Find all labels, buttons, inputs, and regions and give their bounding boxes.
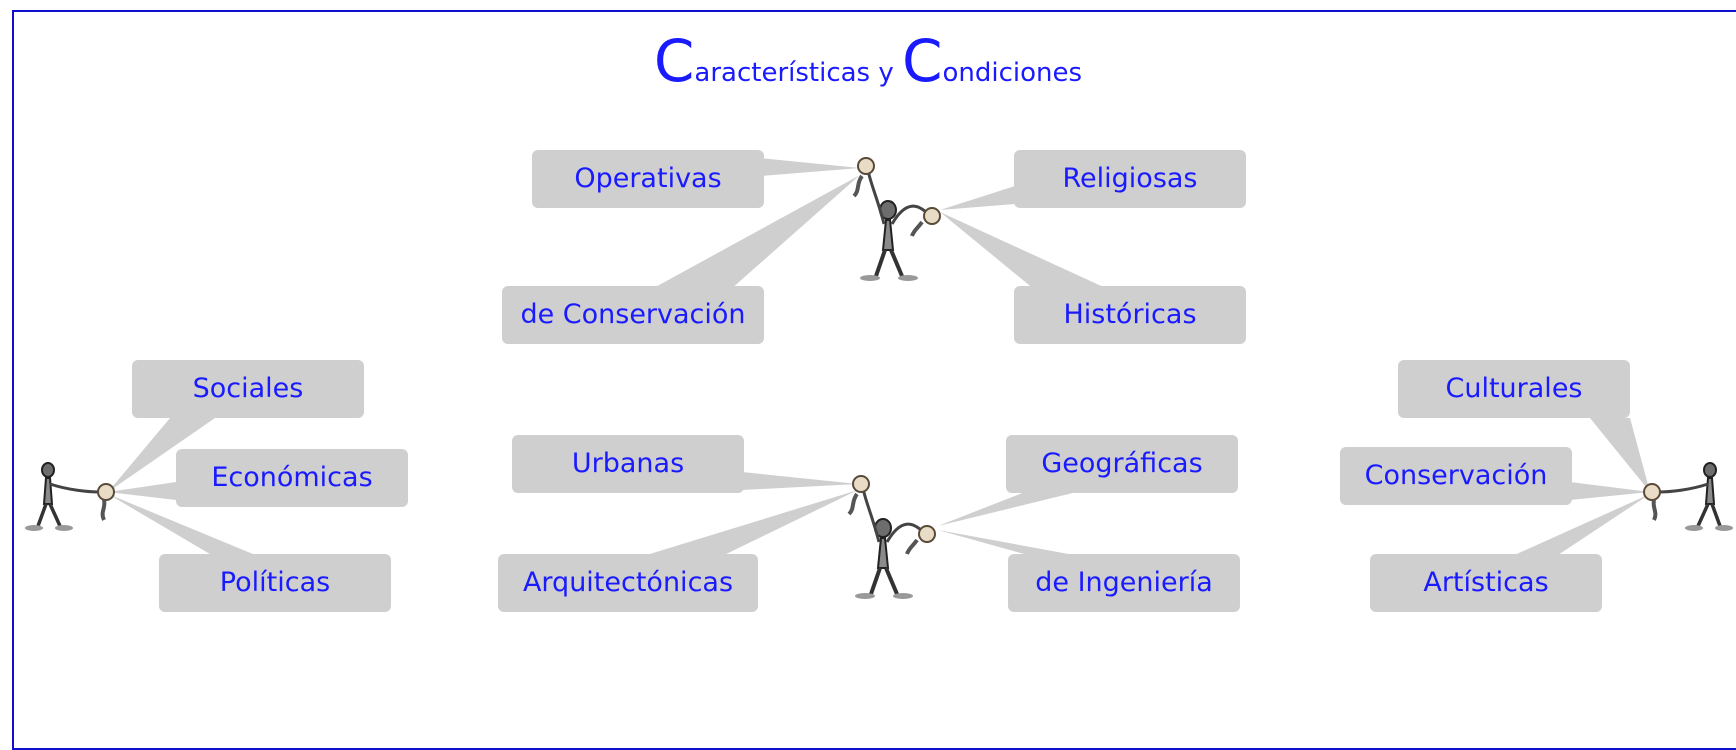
title-rest-1: aracterísticas y	[694, 58, 903, 88]
box-historicas: Históricas	[1014, 286, 1246, 344]
box-economicas: Económicas	[176, 449, 408, 507]
pointer-historicas	[940, 212, 1110, 290]
label-religiosas: Religiosas	[1062, 163, 1198, 194]
label-de-ingenieria: de Ingeniería	[1035, 567, 1213, 598]
pointer-geograficas	[938, 490, 1085, 526]
label-economicas: Económicas	[211, 462, 373, 493]
box-artisticas: Artísticas	[1370, 554, 1602, 612]
pointer-artisticas	[1510, 494, 1650, 557]
stick-figure-middle-icon	[847, 474, 937, 601]
callout-pointers	[108, 158, 1650, 557]
pointer-conservacion	[1570, 482, 1650, 500]
title-initial-2: C	[902, 27, 943, 95]
pointer-de-conservacion	[650, 175, 860, 290]
label-urbanas: Urbanas	[571, 448, 685, 479]
pointer-culturales	[1590, 418, 1650, 492]
label-culturales: Culturales	[1445, 373, 1583, 404]
box-sociales: Sociales	[132, 360, 364, 418]
title-rest-2: ondiciones	[942, 58, 1083, 88]
label-arquitectonicas: Arquitectónicas	[522, 567, 734, 598]
box-religiosas: Religiosas	[1014, 150, 1246, 208]
pointer-operativas	[760, 158, 860, 176]
label-conservacion: Conservación	[1364, 460, 1548, 491]
pointer-arquitectonicas	[640, 490, 858, 557]
box-operativas: Operativas	[532, 150, 764, 208]
pointer-urbanas	[742, 472, 858, 490]
label-sociales: Sociales	[192, 373, 304, 404]
label-politicas: Políticas	[219, 567, 331, 598]
pointer-sociales	[108, 418, 215, 492]
box-geograficas: Geográficas	[1006, 435, 1238, 493]
stick-figure-top-icon	[852, 156, 942, 283]
box-arquitectonicas: Arquitectónicas	[498, 554, 758, 612]
page-title: Características y Condiciones	[0, 32, 1736, 90]
box-conservacion: Conservación	[1340, 447, 1572, 505]
pointer-politicas	[108, 494, 260, 557]
title-initial-1: C	[653, 27, 695, 95]
label-operativas: Operativas	[574, 163, 722, 194]
pointer-de-ingenieria	[938, 530, 1085, 557]
box-culturales: Culturales	[1398, 360, 1630, 418]
box-urbanas: Urbanas	[512, 435, 744, 493]
pointer-layer	[23, 156, 1735, 601]
label-geograficas: Geográficas	[1041, 448, 1203, 479]
label-artisticas: Artísticas	[1423, 567, 1549, 598]
label-de-conservacion: de Conservación	[520, 299, 746, 330]
pointer-economicas	[108, 482, 176, 500]
stick-figure-right-icon	[1642, 461, 1735, 533]
stick-figure-left-icon	[23, 461, 116, 533]
pointer-religiosas	[940, 186, 1015, 210]
box-politicas: Políticas	[159, 554, 391, 612]
box-de-ingenieria: de Ingeniería	[1008, 554, 1240, 612]
label-historicas: Históricas	[1063, 299, 1197, 330]
box-de-conservacion: de Conservación	[502, 286, 764, 344]
